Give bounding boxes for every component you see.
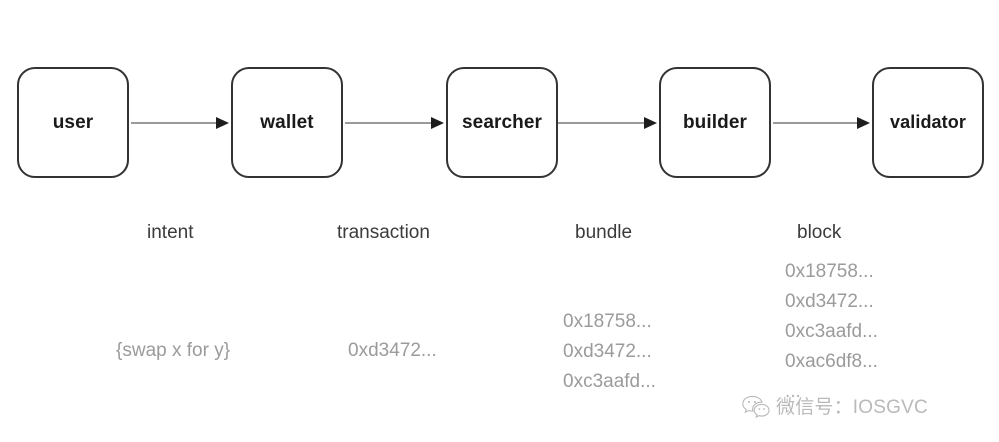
caption-intent: intent <box>147 222 194 243</box>
wechat-icon <box>741 394 771 418</box>
payload-line: 0xac6df8... <box>785 351 878 372</box>
caption-bundle: bundle <box>575 222 633 243</box>
arrow-head-icon <box>857 117 870 129</box>
node-validator: validator <box>872 67 984 178</box>
arrow-shaft <box>131 122 217 124</box>
payload-line: 0xc3aafd... <box>785 321 878 342</box>
node-builder: builder <box>659 67 771 178</box>
payload-bundle: 0x18758... 0xd3472... 0xc3aafd... <box>563 307 656 397</box>
payload-block: 0x18758... 0xd3472... 0xc3aafd... 0xac6d… <box>785 257 878 407</box>
watermark: 微信号：IOSGVC <box>741 392 928 419</box>
arrow-head-icon <box>644 117 657 129</box>
payload-line: {swap x for y} <box>116 340 231 361</box>
payload-line: 0xc3aafd... <box>563 371 656 392</box>
node-user: user <box>17 67 129 178</box>
arrow-head-icon <box>216 117 229 129</box>
arrow-searcher-to-builder <box>558 115 657 131</box>
watermark-text: 微信号：IOSGVC <box>776 397 928 418</box>
payload-line: 0xd3472... <box>563 341 652 362</box>
caption-block: block <box>797 222 842 243</box>
arrow-user-to-wallet <box>131 115 229 131</box>
caption-transaction: transaction <box>337 222 430 243</box>
arrow-shaft <box>345 122 432 124</box>
node-label: user <box>52 111 94 133</box>
node-wallet: wallet <box>231 67 343 178</box>
payload-line: 0xd3472... <box>785 291 874 312</box>
node-searcher: searcher <box>446 67 558 178</box>
payload-line: 0x18758... <box>785 261 874 282</box>
node-label: wallet <box>260 111 314 133</box>
arrow-wallet-to-searcher <box>345 115 444 131</box>
node-label: searcher <box>461 111 543 133</box>
arrow-shaft <box>558 122 645 124</box>
payload-transaction: 0xd3472... <box>348 336 437 366</box>
payload-line: 0xd3472... <box>348 340 437 361</box>
node-label: validator <box>890 112 966 132</box>
payload-intent: {swap x for y} <box>116 336 230 366</box>
arrow-shaft <box>773 122 858 124</box>
payload-line: 0x18758... <box>563 311 652 332</box>
payload-line-ellipsis: ... <box>785 381 801 402</box>
arrow-head-icon <box>431 117 444 129</box>
arrow-builder-to-validator <box>773 115 870 131</box>
node-label: builder <box>682 111 748 133</box>
